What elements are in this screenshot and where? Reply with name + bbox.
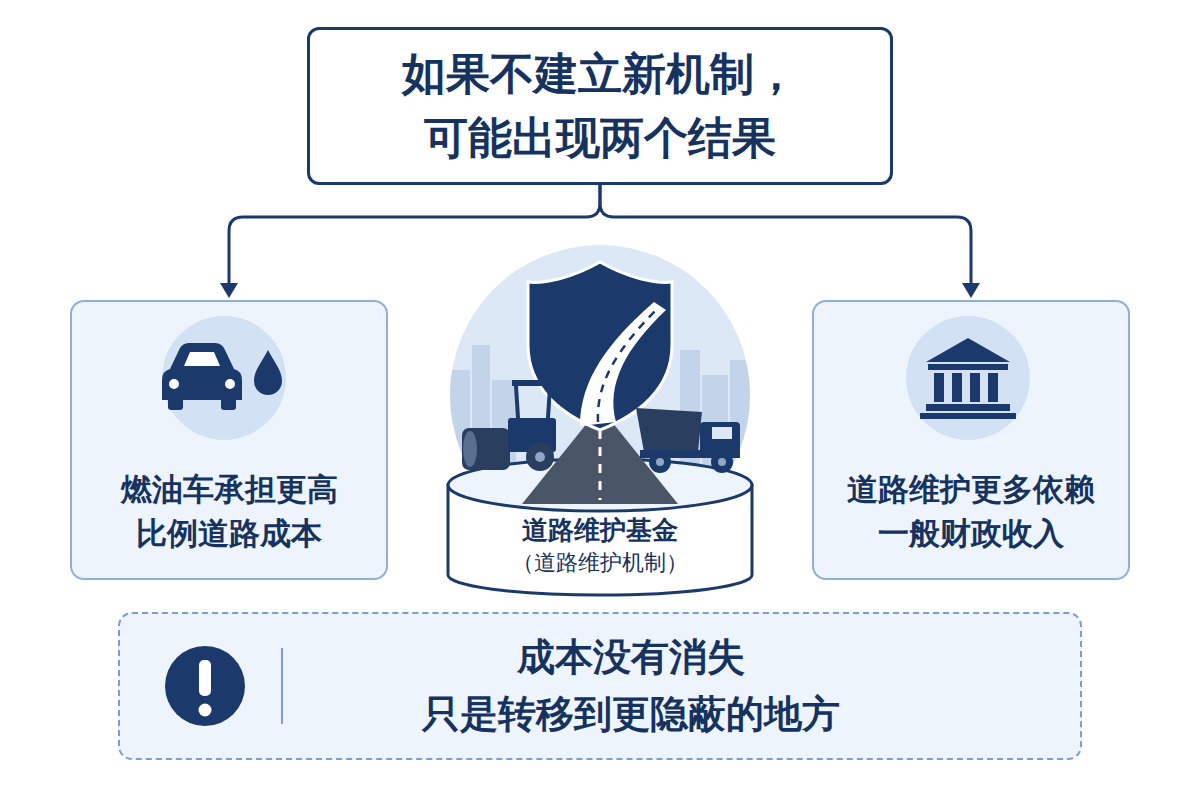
road-roller [462,380,556,471]
outcome-box: 燃油车承担更高 比例道路成本 [70,300,388,580]
outcome-box: 道路维护更多依赖 一般财政收入 [812,300,1130,580]
shield [528,262,672,430]
warning-icon [165,646,282,726]
government-bank-icon [906,316,1030,440]
text-group: 成本没有消失 只是转移到更隐蔽的地方 [302,629,960,743]
node-text: 燃油车承担更高 比例道路成本 [84,467,374,555]
arrow-head [962,283,980,298]
fund-cylinder: 道路维护基金（道路维护机制） [440,250,760,600]
node-subtext: （道路维护机制） [440,548,760,578]
conclusion-box: 成本没有消失 只是转移到更隐蔽的地方 [118,612,1082,760]
node-text: 如果不建立新机制， 可能出现两个结果 [330,42,870,170]
road-fund-illustration [440,250,760,600]
dump-truck [636,408,740,473]
arrow-head [220,283,238,298]
node-text: 成本没有消失 只是转移到更隐蔽的地方 [302,629,960,743]
question-box: 如果不建立新机制， 可能出现两个结果 [307,27,893,185]
node-text: 道路维护基金 [440,514,760,548]
node-text: 道路维护更多依赖 一般财政收入 [826,467,1116,555]
car-fuel-icon [162,316,286,440]
text-group: 如果不建立新机制， 可能出现两个结果 [330,42,870,170]
